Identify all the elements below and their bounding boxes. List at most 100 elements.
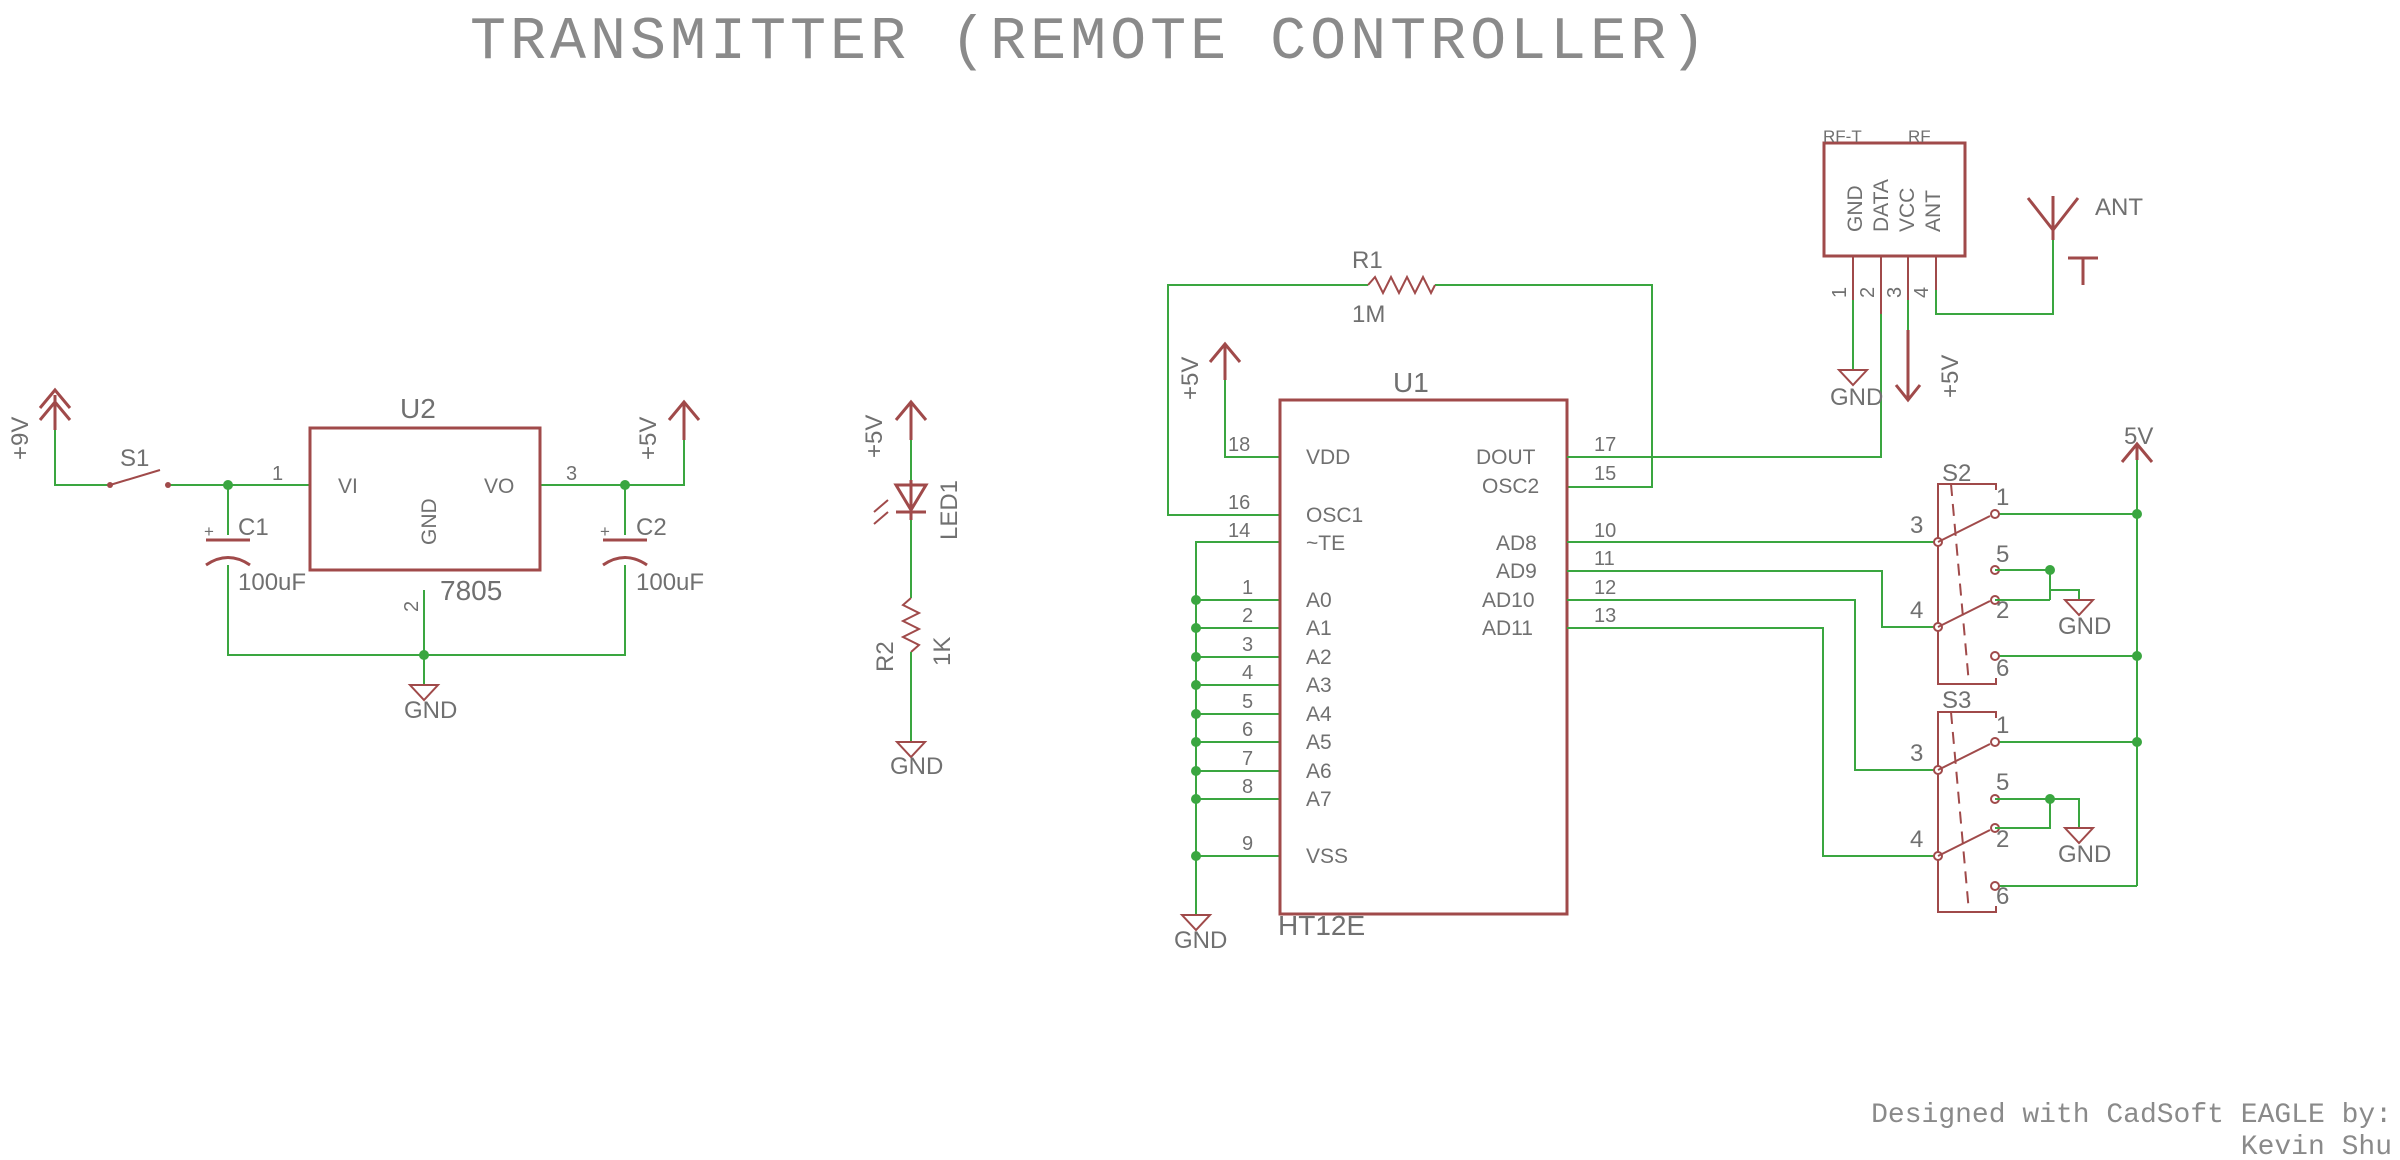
s2-label: S2	[1942, 460, 1971, 487]
s2-pin: 3	[1910, 512, 1923, 539]
u1-pin-num: 14	[1228, 520, 1250, 542]
u2-pin1: 1	[272, 463, 283, 485]
resistor-r1: R1 1M	[1352, 247, 1436, 328]
s3-pin: 3	[1910, 740, 1923, 767]
gnd-symbol-led: GND	[890, 741, 943, 780]
s3-pin: 2	[1996, 826, 2009, 853]
rf-module-section: RF-T RF GND DATA VCC ANT 1 2 3 4 GND +5V	[1822, 127, 2143, 411]
s2-pin: 5	[1996, 541, 2009, 568]
u1-pin-num: 11	[1594, 548, 1615, 570]
gnd-symbol-s3: GND	[2058, 827, 2111, 868]
rf-pin-vcc: VCC	[1896, 188, 1919, 232]
rf-pin-data: DATA	[1870, 179, 1893, 232]
u1-pin-num: 16	[1228, 492, 1250, 514]
u1-pin-name: VDD	[1306, 446, 1350, 469]
u1-pin-num: 12	[1594, 577, 1616, 599]
s3-label: S3	[1942, 687, 1971, 714]
u2-pin-vo: VO	[484, 475, 514, 498]
u1-pin-num: 10	[1594, 520, 1616, 542]
rf-label-rf: RF	[1908, 127, 1931, 146]
rf-pin-num: 4	[1911, 287, 1933, 298]
r1-value: 1M	[1352, 301, 1385, 328]
antenna-label: ANT	[2095, 194, 2143, 221]
capacitor-c2: + C2 100uF	[600, 514, 704, 596]
u2-pin2: 2	[401, 601, 423, 612]
u1-pin-name: AD8	[1496, 532, 1537, 555]
u1-pin-name: A7	[1306, 788, 1332, 811]
u1-pin-name: OSC1	[1306, 504, 1363, 527]
r1-label: R1	[1352, 247, 1383, 274]
u1-pin-name: AD11	[1482, 617, 1533, 640]
gnd-label-rf: GND	[1830, 384, 1883, 411]
switch-s2: S2 1 3 5 4 2 6	[1910, 460, 2009, 685]
plus5v-symbol-rf: +5V	[1894, 330, 1964, 403]
plus5v-symbol-regulator: +5V	[635, 399, 701, 460]
u1-pin-name: A3	[1306, 674, 1332, 697]
u2-pin-gnd: GND	[418, 498, 441, 545]
gnd-symbol-encoder: GND	[1174, 914, 1227, 954]
svg-text:+: +	[600, 522, 610, 541]
u1-pin-name: A6	[1306, 760, 1332, 783]
u1-pin-name: A0	[1306, 589, 1332, 612]
plus5v-label-encoder: +5V	[1177, 357, 1204, 400]
u1-pin-num: 8	[1242, 776, 1253, 798]
u1-pin-num: 1	[1242, 577, 1253, 599]
switch-s3: S3 1 3 5 4 2 6	[1910, 687, 2009, 913]
led1-label: LED1	[936, 480, 963, 540]
gnd-label-led: GND	[890, 753, 943, 780]
u1-pin-num: 9	[1242, 833, 1253, 855]
rf-label-rft: RF-T	[1823, 127, 1862, 146]
u1-pin-name: DOUT	[1476, 446, 1536, 469]
u1-pin-name: VSS	[1306, 845, 1348, 868]
five-v-label: 5V	[2124, 423, 2153, 450]
s2-pin: 4	[1910, 597, 1923, 624]
schematic-title: TRANSMITTER (REMOTE CONTROLLER)	[470, 9, 1710, 77]
gnd-symbol-s2: GND	[2058, 599, 2111, 640]
regulator-u2: U2 7805 VI VO GND 1 3 2	[272, 393, 577, 612]
gnd-label-regulator: GND	[404, 697, 457, 724]
u1-pin-name: OSC2	[1482, 475, 1539, 498]
power-supply-section: +9V S1 + C1 100uF U2 7805 V	[7, 387, 704, 724]
s2-pin: 2	[1996, 597, 2009, 624]
svg-text:+: +	[204, 522, 214, 541]
u1-pin-num: 3	[1242, 634, 1253, 656]
c1-value: 100uF	[238, 569, 306, 596]
u1-pin-num: 2	[1242, 605, 1253, 627]
plus5v-label-led: +5V	[861, 415, 888, 458]
u1-pin-name: ~TE	[1306, 532, 1345, 555]
c1-label: C1	[238, 514, 269, 541]
resistor-r2: R2 1K	[872, 597, 956, 672]
u1-pin-name: A4	[1306, 703, 1332, 726]
u2-value: 7805	[440, 575, 502, 606]
r2-label: R2	[872, 641, 899, 672]
gnd-label-encoder: GND	[1174, 927, 1227, 954]
u1-pin-num: 4	[1242, 662, 1253, 684]
u1-pin-name: AD10	[1482, 589, 1535, 612]
u1-value: HT12E	[1278, 910, 1365, 941]
switches-section: 5V S2 1 3 5 4 2 6	[1910, 423, 2153, 913]
u1-left-pins: 18 VDD 16 OSC1 14 ~TE 1 A0 2 A1 3 A2 4 A…	[1228, 434, 1363, 868]
u1-pin-name: A5	[1306, 731, 1332, 754]
s3-pin: 4	[1910, 826, 1923, 853]
gnd-label-s3: GND	[2058, 841, 2111, 868]
u1-pin-num: 6	[1242, 719, 1253, 741]
led1: LED1	[873, 480, 963, 540]
u1-right-pins: DOUT 17 OSC2 15 AD8 10 AD9 11 AD10 12 AD…	[1476, 434, 1616, 640]
antenna-icon: ANT	[2026, 194, 2143, 285]
encoder-u1: U1 HT12E 18 VDD 16 OSC1 14 ~TE 1 A0 2 A1…	[1228, 367, 1616, 941]
u1-pin-num: 13	[1594, 605, 1616, 627]
gnd-label-s2: GND	[2058, 613, 2111, 640]
plus5v-label-rf: +5V	[1937, 355, 1964, 398]
led-section: +5V LED1 R2 1K GND	[861, 399, 963, 780]
u1-pin-num: 18	[1228, 434, 1250, 456]
u2-ref: U2	[400, 393, 436, 424]
credit-line-2: Kevin Shu	[2241, 1132, 2392, 1160]
u1-pin-num: 15	[1594, 463, 1616, 485]
rf-pin-gnd: GND	[1844, 185, 1867, 232]
gnd-symbol-regulator: GND	[404, 684, 457, 724]
credit-line-1: Designed with CadSoft EAGLE by:	[1871, 1100, 2392, 1131]
s1-label: S1	[120, 445, 149, 472]
u1-pin-name: A2	[1306, 646, 1332, 669]
plus9v-symbol: +9V	[7, 387, 72, 460]
